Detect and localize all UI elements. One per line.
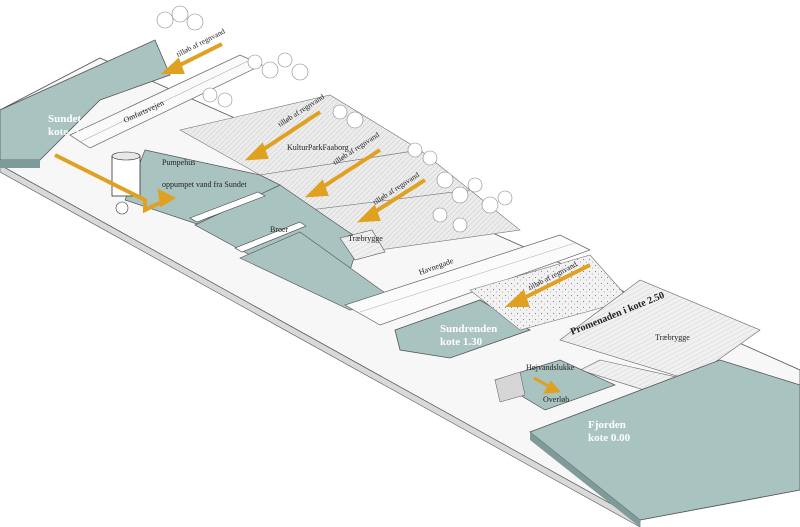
sundet-level-label: kote -1.00 (48, 126, 94, 138)
pumpehus-label: Pumpehus (162, 158, 195, 167)
sundet-name-label: Sundet (48, 113, 81, 125)
fjorden-level-label: kote 0.00 (588, 432, 631, 444)
hojvandslukke-label: Højvandslukke (526, 363, 575, 372)
fjorden-name-label: Fjorden (588, 419, 626, 431)
traebrygge-label-1: Træbrygge (348, 234, 383, 243)
fjorden-water (529, 359, 800, 527)
sundrenden-level-label: kote 1.30 (440, 336, 483, 348)
sundrenden-name-label: Sundrenden (440, 323, 497, 335)
rainwater-arrows (160, 42, 591, 307)
sundrenden-water (394, 299, 531, 359)
traebrygge-platform-1 (339, 229, 386, 261)
omfartsvejen-road (69, 54, 263, 149)
overlob-label: Overløb (543, 395, 569, 404)
havnegade-road (344, 234, 591, 326)
pumped-water-arrow (54, 153, 177, 214)
oppumpet-label: oppumpet vand fra Sundet (162, 180, 247, 189)
broer-label: Broer (270, 225, 289, 234)
trees (156, 5, 513, 233)
floodgate-arrow (533, 376, 562, 394)
sundet-water (0, 39, 171, 168)
bridges (189, 191, 307, 253)
overlob-water (494, 359, 616, 411)
basin-water (124, 149, 396, 311)
traebrygge-label-2: Træbrygge (655, 333, 690, 342)
kulturpark-label: KulturParkFaaborg (287, 143, 349, 152)
